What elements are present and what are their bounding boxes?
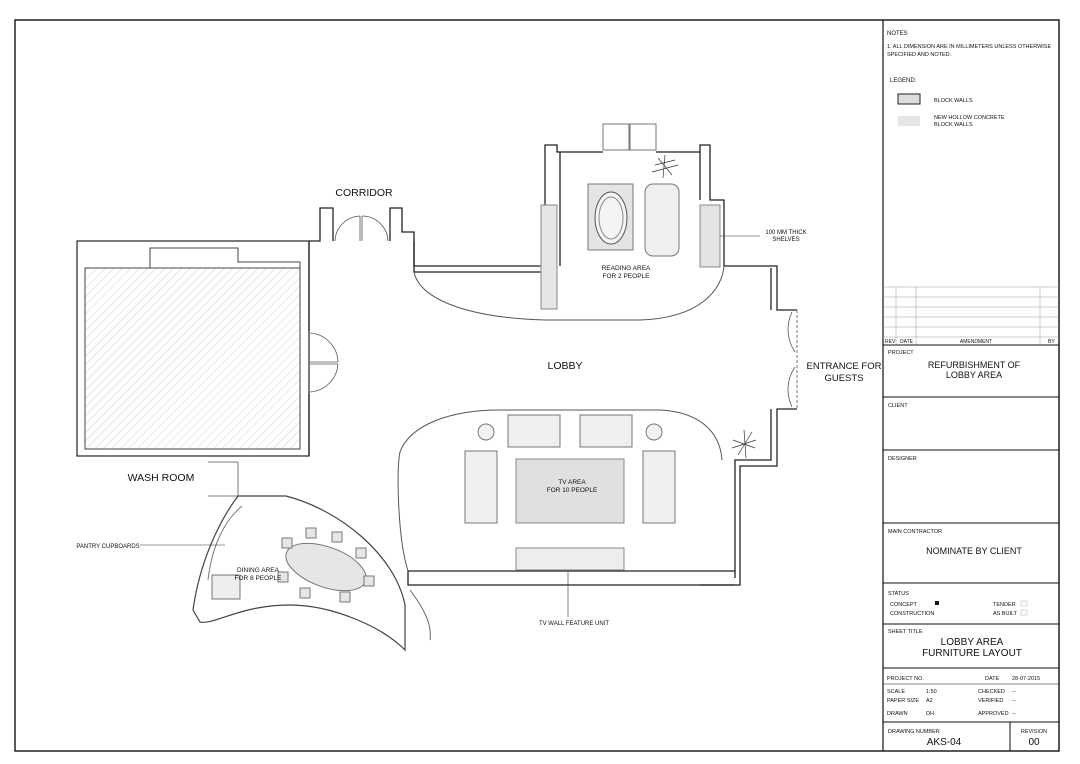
titleblock-text: NOTES 1. ALL DIMENSION ARE IN MILLIMETER… (885, 31, 1055, 748)
note-1b: SPECIFIED AND NOTED. (887, 52, 952, 58)
dining-area-label-2: FOR 8 PEOPLE (235, 575, 283, 582)
by-col: BY (1048, 339, 1055, 345)
tv-area-label-2: FOR 10 PEOPLE (547, 487, 598, 494)
drawn-value: DH (926, 711, 934, 717)
titleblock-lines (883, 286, 1059, 751)
tender-label: TENDER (993, 602, 1016, 608)
hollow-wall-swatch (898, 116, 920, 126)
construction-label: CONSTRUCTION (890, 611, 934, 617)
paper-size-value: A2 (926, 698, 933, 704)
amendment-col: AMENDMENT (960, 339, 992, 345)
sheet-title-1: LOBBY AREA (941, 637, 1004, 648)
project-no-label: PROJECT NO. (887, 676, 924, 682)
sheet-border (14, 19, 1060, 752)
contractor-label: MAIN CONTRACTOR (888, 529, 942, 535)
lobby-walls (308, 144, 797, 586)
project-name-1: REFURBISHMENT OF (928, 360, 1021, 370)
wash-room-label: WASH ROOM (128, 472, 195, 484)
entrance-label: ENTRANCE FOR (807, 361, 882, 372)
date-value: 28-07-2015 (1012, 676, 1040, 682)
drawn-label: DRAWN (887, 711, 908, 717)
as-built-label: AS BUILT (993, 611, 1018, 617)
concept-checkbox (935, 601, 939, 605)
sheet-title-2: FURNITURE LAYOUT (922, 648, 1022, 659)
contractor-value: NOMINATE BY CLIENT (926, 546, 1022, 556)
sheet-title-label: SHEET TITLE (888, 629, 923, 635)
reading-area-label: READING AREA (602, 265, 651, 272)
verified-label: VERIFIED (978, 698, 1003, 704)
date-col: DATE (900, 339, 914, 345)
legend-hollow-1: NEW HOLLOW CONCRETE (934, 115, 1005, 121)
client-label: CLIENT (888, 403, 908, 409)
leader-lines (140, 235, 760, 617)
checked-label: CHECKED (978, 689, 1005, 695)
date-label: DATE (985, 676, 1000, 682)
revision-value: 00 (1028, 737, 1040, 748)
legend-hollow-2: BLOCK WALLS (934, 122, 973, 128)
doors (208, 123, 798, 497)
project-name-2: LOBBY AREA (946, 370, 1002, 380)
legend-heading: LEGEND: (890, 78, 917, 84)
block-wall-swatch (897, 93, 921, 105)
dining-area-label: DINING AREA (237, 567, 280, 574)
wash-room (76, 240, 310, 457)
revision-label: REVISION (1021, 729, 1047, 735)
drawing-number-value: AKS-04 (927, 737, 962, 748)
drawing-number-label: DRAWING NUMBER (888, 729, 940, 735)
verified-value: -- (1012, 698, 1016, 704)
concept-label: CONCEPT (890, 602, 918, 608)
pantry-label: PANTRY CUPBOARDS (76, 544, 139, 550)
rev-col: REV (885, 339, 896, 345)
tv-area (397, 409, 757, 572)
reading-area-label-2: FOR 2 PEOPLE (603, 273, 651, 280)
tv-area-label: TV AREA (558, 479, 586, 486)
shelves-label-2: SHELVES (772, 237, 799, 243)
checked-value: -- (1012, 689, 1016, 695)
lobby-label: LOBBY (547, 360, 582, 372)
scale-value: 1:50 (926, 689, 937, 695)
designer-label: DESIGNER (888, 456, 917, 462)
approved-value: -- (1012, 711, 1016, 717)
plant-icon (731, 429, 757, 459)
plan-labels: CORRIDOR LOBBY WASH ROOM ENTRANCE FOR GU… (76, 187, 881, 627)
paper-size-label: PAPER SIZE (887, 698, 919, 704)
status-label: STATUS (888, 591, 909, 597)
reading-area (413, 154, 725, 321)
entrance-label-2: GUESTS (824, 373, 863, 384)
project-label: PROJECT (888, 350, 914, 356)
shelves-label: 100 MM THICK (765, 230, 806, 236)
legend-block-walls: BLOCK WALLS (934, 98, 973, 104)
plant-icon (651, 154, 679, 179)
dining-area (192, 495, 431, 652)
note-1: 1. ALL DIMENSION ARE IN MILLIMETERS UNLE… (887, 44, 1051, 50)
as-built-checkbox (1020, 609, 1028, 616)
floor-plan (76, 123, 798, 652)
corridor-label: CORRIDOR (335, 187, 393, 199)
tender-checkbox (1020, 600, 1028, 607)
approved-label: APPROVED (978, 711, 1009, 717)
scale-label: SCALE (887, 689, 905, 695)
notes-heading: NOTES (887, 31, 908, 37)
tv-wall-label: TV WALL FEATURE UNIT (539, 621, 609, 627)
